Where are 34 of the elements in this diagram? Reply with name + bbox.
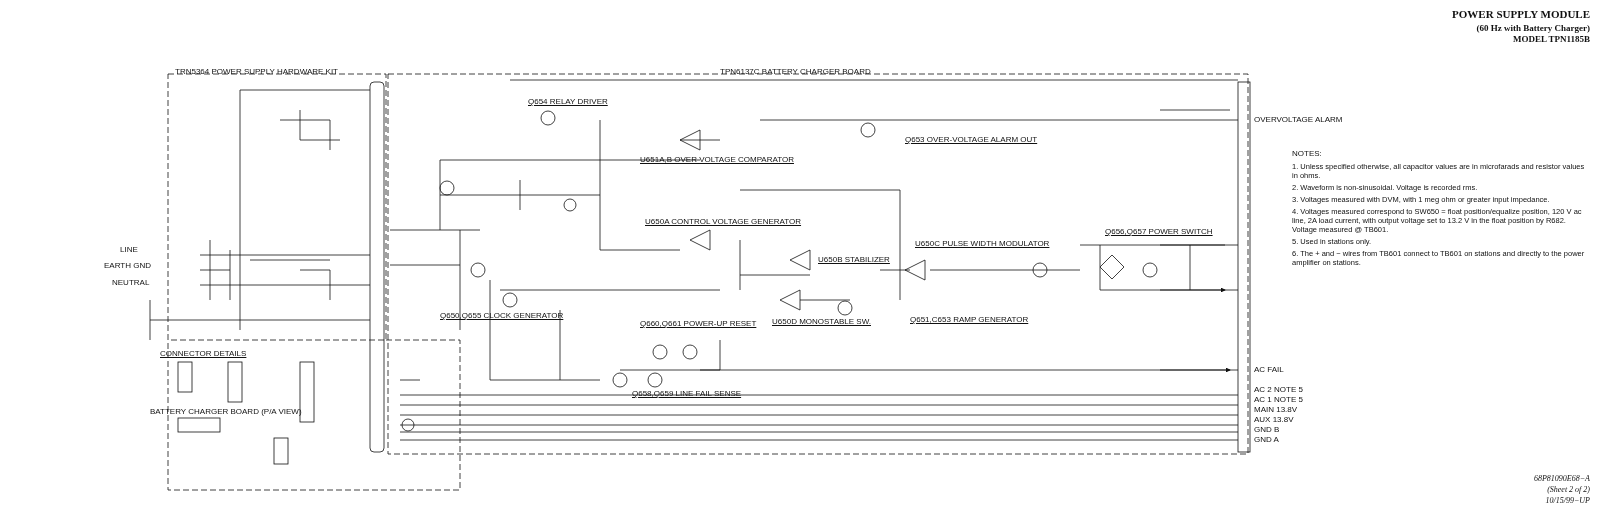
circuit-block-label: Q653 OVER-VOLTAGE ALARM OUT xyxy=(905,136,1038,144)
pin-label: AC 2 NOTE 5 xyxy=(1254,386,1303,394)
pin-label: AC FAIL xyxy=(1254,366,1284,374)
pin-label: AC 1 NOTE 5 xyxy=(1254,396,1303,404)
circuit-block-label: U650A CONTROL VOLTAGE GENERATOR xyxy=(645,218,802,226)
subtitle: (60 Hz with Battery Charger) xyxy=(1476,23,1590,33)
circuit-block-label: Q651,C653 RAMP GENERATOR xyxy=(910,316,1029,324)
circuit-block-label: U651A,B OVER VOLTAGE COMPARATOR xyxy=(640,156,794,164)
pin-label: OVERVOLTAGE ALARM xyxy=(1254,116,1343,124)
revision-date: 10/15/99−UP xyxy=(1545,496,1590,506)
circuit-block-label: U650C PULSE WIDTH MODULATOR xyxy=(915,240,1050,248)
circuit-block-label: U650D MONOSTABLE SW. xyxy=(772,318,871,326)
board-label: TPN6137C BATTERY CHARGER BOARD xyxy=(720,68,871,76)
section-heading: CONNECTOR DETAILS xyxy=(160,350,247,358)
terminal-label: EARTH GND xyxy=(104,262,151,270)
pin-label: GND A xyxy=(1254,436,1279,444)
title: POWER SUPPLY MODULE xyxy=(1452,8,1590,20)
terminal-label: LINE xyxy=(120,246,138,254)
terminal-label: NEUTRAL xyxy=(112,279,150,287)
circuit-block-label: Q656,Q657 POWER SWITCH xyxy=(1105,228,1213,236)
pin-label: GND B xyxy=(1254,426,1280,434)
section-heading: BATTERY CHARGER BOARD (P/A VIEW) xyxy=(150,408,302,416)
circuit-block-label: Q650,Q655 CLOCK GENERATOR xyxy=(440,312,564,320)
drawing-number: 68P81090E68−A xyxy=(1533,474,1590,484)
circuit-block-label: Q660,Q661 POWER-UP RESET xyxy=(640,320,757,328)
board-label: TRN5364 POWER SUPPLY HARDWARE KIT xyxy=(175,68,338,76)
pin-label: MAIN 13.8V xyxy=(1254,406,1298,414)
circuit-block-label: Q658,Q659 LINE FAIL SENSE xyxy=(632,390,742,398)
model-number: MODEL TPN1185B xyxy=(1512,34,1590,44)
pin-label: AUX 13.8V xyxy=(1254,416,1294,424)
notes-heading: NOTES: xyxy=(1292,150,1323,158)
circuit-block-label: U650B STABILIZER xyxy=(818,256,890,264)
sheet-number: (Sheet 2 of 2) xyxy=(1547,485,1590,495)
circuit-block-label: Q654 RELAY DRIVER xyxy=(528,98,608,106)
